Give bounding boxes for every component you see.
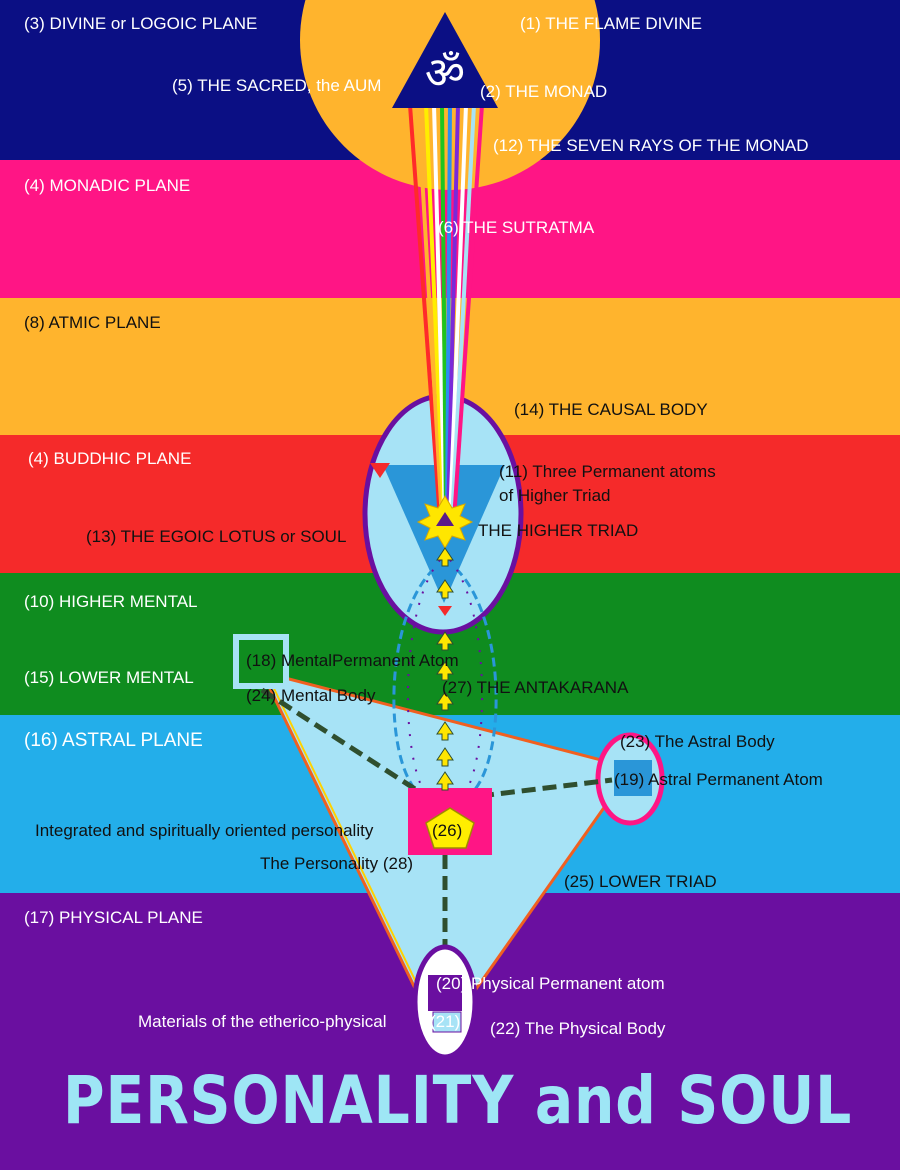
monad-triangle xyxy=(392,12,498,108)
label-atmic-plane: (8) ATMIC PLANE xyxy=(24,313,161,332)
label-seven-rays: (12) THE SEVEN RAYS OF THE MONAD xyxy=(493,136,809,155)
label-higher-triad: THE HIGHER TRIAD xyxy=(478,521,639,540)
label-integrated-personality: Integrated and spiritually oriented pers… xyxy=(35,821,374,840)
label-lower-mental: (15) LOWER MENTAL xyxy=(24,668,194,687)
label-egoic-lotus: (13) THE EGOIC LOTUS or SOUL xyxy=(86,527,347,546)
label-lower-triad: (25) LOWER TRIAD xyxy=(564,872,717,891)
label-personality: The Personality (28) xyxy=(260,854,414,873)
label-antakarana: (27) THE ANTAKARANA xyxy=(442,678,629,697)
label-higher-mental: (10) HIGHER MENTAL xyxy=(24,592,198,611)
label-physical-permanent-atom: (20) Physical Permanent atom xyxy=(436,974,665,993)
label-mental-body: (24) Mental Body xyxy=(246,686,376,705)
label-num-21: (21) xyxy=(430,1012,461,1031)
label-monad: (2) THE MONAD xyxy=(480,82,608,101)
label-monadic-plane: (4) MONADIC PLANE xyxy=(24,176,191,195)
label-num-26: (26) xyxy=(432,821,463,840)
personality-star xyxy=(425,807,475,849)
seven-rays xyxy=(408,104,484,521)
label-permanent-atoms-1: (11) Three Permanent atoms xyxy=(499,462,716,481)
aum-symbol: ॐ xyxy=(424,48,466,99)
label-physical-plane: (17) PHYSICAL PLANE xyxy=(24,908,203,927)
label-permanent-atoms-2: of Higher Triad xyxy=(499,486,611,505)
label-buddhic-plane: (4) BUDDHIC PLANE xyxy=(28,449,192,468)
label-etherico-physical: Materials of the etherico-physical xyxy=(138,1012,387,1031)
label-astral-body: (23) The Astral Body xyxy=(620,732,775,751)
label-astral-plane: (16) ASTRAL PLANE xyxy=(24,730,203,751)
diagram-title: PERSONALITY and SOUL xyxy=(63,1062,853,1139)
label-causal-body: (14) THE CAUSAL BODY xyxy=(514,400,708,419)
label-mental-permanent-atom: (18) MentalPermanent Atom xyxy=(246,651,459,670)
label-sacred-aum: (5) THE SACRED, the AUM xyxy=(172,76,382,95)
antakarana-arrows xyxy=(436,547,454,791)
label-sutratma: (6) THE SUTRATMA xyxy=(438,218,595,237)
label-flame-divine: (1) THE FLAME DIVINE xyxy=(520,14,702,33)
label-physical-body: (22) The Physical Body xyxy=(490,1019,666,1038)
label-divine-plane: (3) DIVINE or LOGOIC PLANE xyxy=(24,14,258,33)
label-astral-permanent-atom: (19) Astral Permanent Atom xyxy=(614,770,823,789)
